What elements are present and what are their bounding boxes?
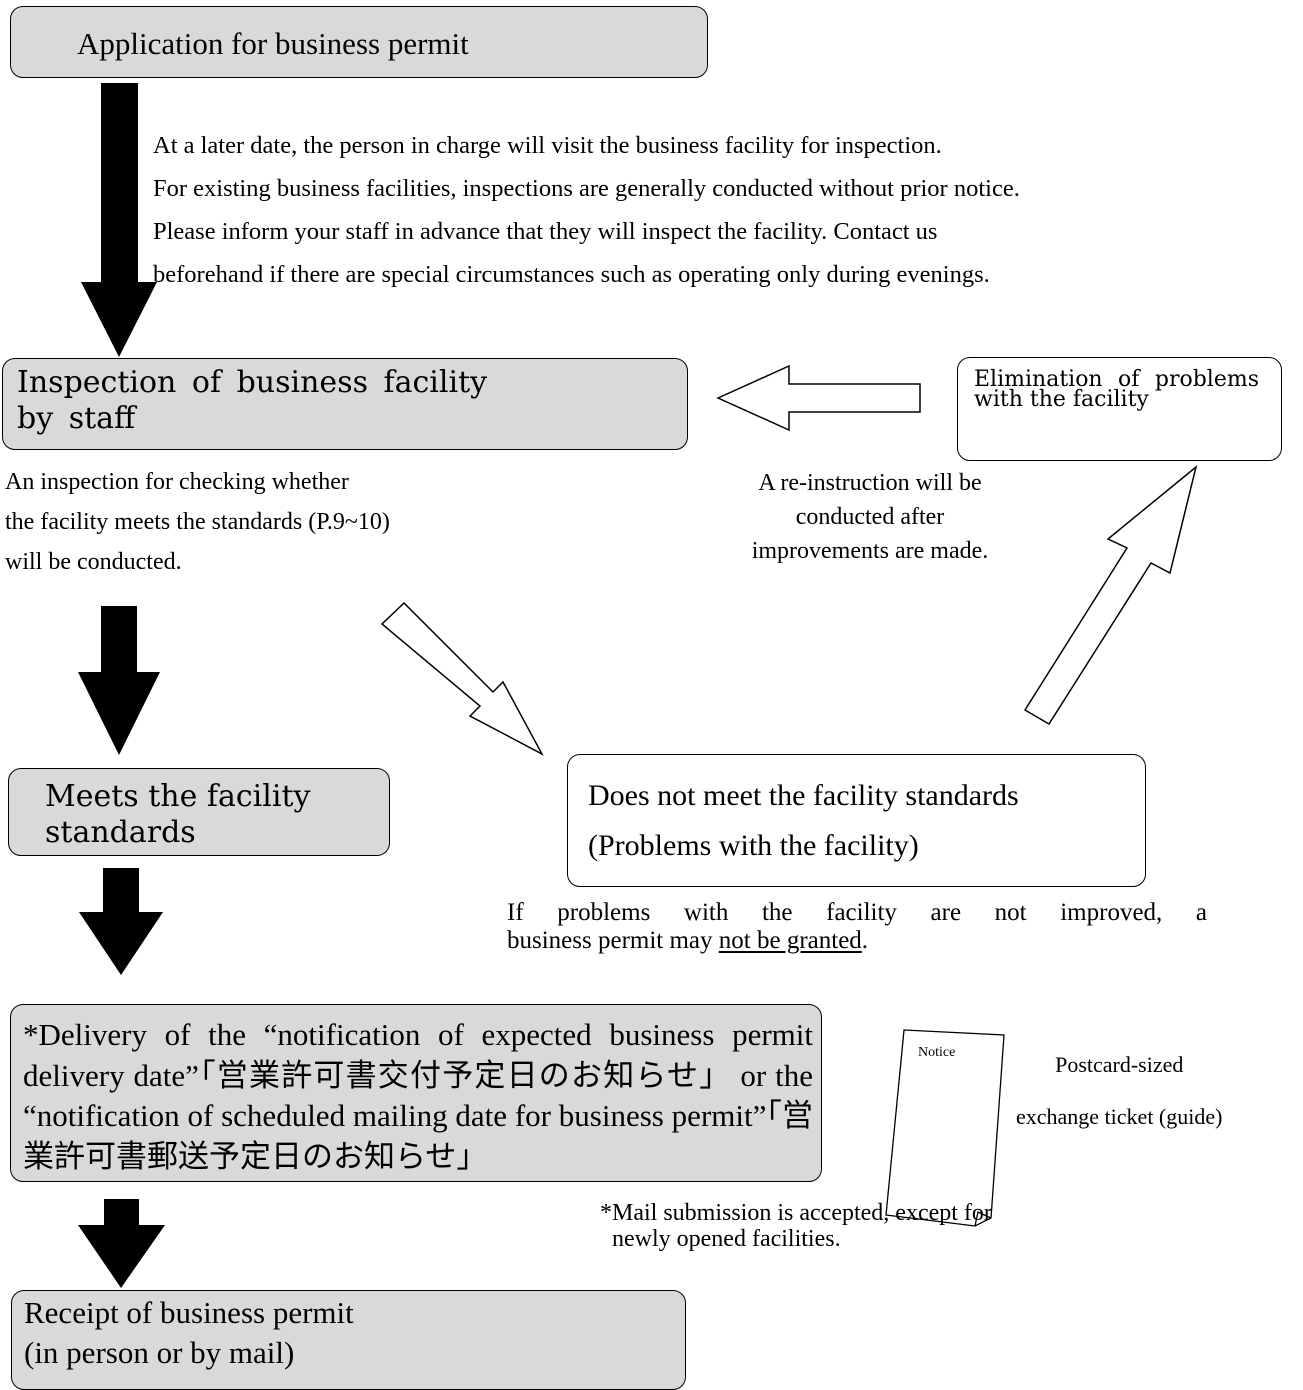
elimination-label: Elimination of problems with the facilit… bbox=[974, 367, 1259, 412]
down-arrow-4 bbox=[78, 1199, 165, 1288]
not-meet-box: Does not meet the facility standards (Pr… bbox=[567, 754, 1146, 887]
not-meet-label: Does not meet the facility standards (Pr… bbox=[588, 779, 1019, 862]
diagonal-arrow-up-right bbox=[1023, 464, 1198, 726]
postcard-caption: Postcard-sized exchange ticket (guide) bbox=[1016, 1052, 1223, 1129]
inspection-box: Inspection of business facility by staff bbox=[2, 358, 688, 450]
inspection-description: An inspection for checking whether the f… bbox=[5, 469, 390, 575]
postcard-icon bbox=[885, 1029, 1005, 1227]
return-arrow-left bbox=[716, 364, 921, 432]
postcard-notice-label: Notice bbox=[918, 1045, 956, 1060]
visit-note-line: At a later date, the person in charge wi… bbox=[153, 132, 942, 159]
receipt-label: Receipt of business permit (in person or… bbox=[24, 1295, 354, 1370]
delivery-box: *Delivery of the “notification of expect… bbox=[10, 1004, 822, 1182]
meets-standards-label: Meets the facility standards bbox=[45, 779, 311, 850]
meets-standards-box: Meets the facility standards bbox=[8, 768, 390, 856]
down-arrow-2 bbox=[78, 606, 160, 755]
not-improved-note-line1: If problems with the facility are not im… bbox=[507, 899, 1207, 926]
inspection-label: Inspection of business facility by staff bbox=[17, 365, 488, 436]
visit-note-line: For existing business facilities, inspec… bbox=[153, 175, 1020, 202]
down-arrow-3 bbox=[79, 868, 163, 975]
visit-note-line: Please inform your staff in advance that… bbox=[153, 218, 938, 245]
application-box: Application for business permit bbox=[10, 6, 708, 78]
not-improved-note-line2: business permit may not be granted. bbox=[507, 927, 869, 954]
visit-notes: At a later date, the person in charge wi… bbox=[153, 124, 1020, 296]
mail-submission-note: *Mail submission is accepted, except for… bbox=[600, 1200, 992, 1252]
not-granted-emphasis: not be granted bbox=[718, 927, 862, 954]
application-label: Application for business permit bbox=[77, 26, 469, 61]
down-arrow-1 bbox=[81, 83, 157, 357]
diagonal-arrow-down-right bbox=[380, 601, 544, 756]
visit-note-line: beforehand if there are special circumst… bbox=[153, 261, 990, 288]
receipt-box: Receipt of business permit (in person or… bbox=[11, 1290, 686, 1390]
reinstruction-note: A re-instruction will be conducted after… bbox=[751, 470, 989, 564]
delivery-label: *Delivery of the “notification of expect… bbox=[23, 1017, 813, 1174]
elimination-box: Elimination of problems with the facilit… bbox=[957, 357, 1282, 461]
postcard-fold bbox=[974, 1211, 992, 1227]
